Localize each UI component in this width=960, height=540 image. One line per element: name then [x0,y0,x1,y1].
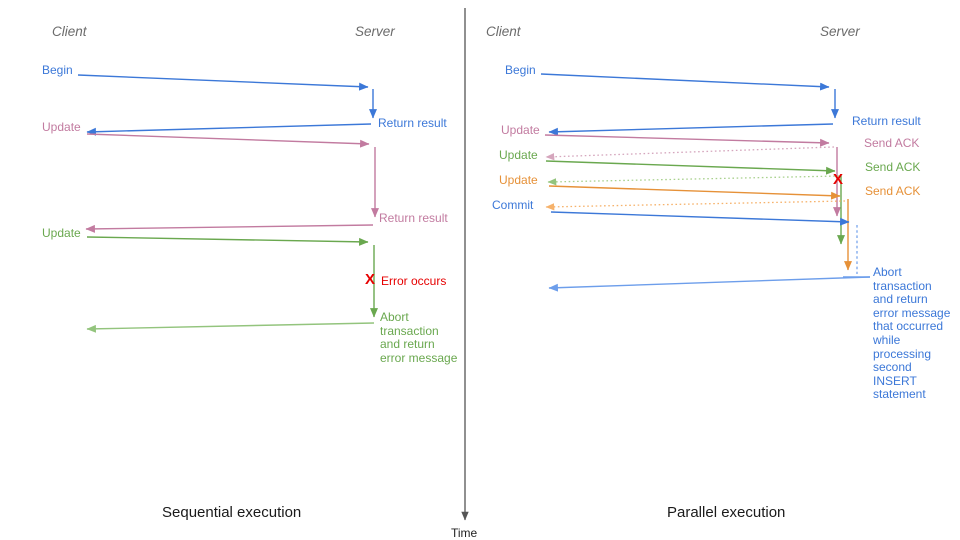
left-begin-request-arrow [77,74,369,91]
right-send-ack-3-arrow [545,200,846,211]
right-send-ack-2-arrow [547,175,840,186]
time-axis-label: Time [451,526,478,540]
right-update-1-label: Update [501,123,540,137]
right-server-header: Server [820,24,860,39]
left-abort-message: Abort transaction and return error messa… [380,310,458,365]
left-error-x-icon: X [365,271,376,288]
left-return-result-2-arrow [85,224,374,233]
left-return-result-2-label: Return result [379,211,448,225]
right-send-ack-1-label: Send ACK [864,136,920,150]
right-return-result-label: Return result [852,114,921,128]
right-error-x-icon: X [833,171,844,188]
left-update-2-label: Update [42,226,81,240]
right-commit-label: Commit [492,198,534,212]
right-client-header: Client [486,24,521,39]
right-begin-label: Begin [505,63,536,77]
right-send-ack-1-arrow [545,146,835,161]
left-panel-title: Sequential execution [162,504,302,521]
left-return-result-1-label: Return result [378,116,447,130]
right-commit-request-arrow [550,211,850,226]
right-abort-response-arrow [548,276,871,292]
right-update-1-request-arrow [544,134,830,147]
left-error-occurs-label: Error occurs [381,274,447,288]
left-update-1-request-arrow [86,133,370,148]
right-update-2-label: Update [499,148,538,162]
left-client-header: Client [52,24,87,39]
left-update-1-label: Update [42,120,81,134]
left-update-2-request-arrow [86,236,369,246]
right-begin-request-arrow [540,73,830,91]
right-update-2-request-arrow [545,160,836,175]
right-panel-title: Parallel execution [667,504,786,521]
left-abort-response-arrow [86,322,375,333]
right-send-ack-3-label: Send ACK [865,184,921,198]
right-abort-message: Abort transaction and return error messa… [873,265,951,402]
right-update-3-request-arrow [548,185,841,200]
left-begin-label: Begin [42,63,73,77]
right-return-result-arrow [548,123,834,136]
left-return-result-1-arrow [86,123,372,136]
left-server-header: Server [355,24,395,39]
right-update-3-label: Update [499,173,538,187]
right-send-ack-2-label: Send ACK [865,160,921,174]
